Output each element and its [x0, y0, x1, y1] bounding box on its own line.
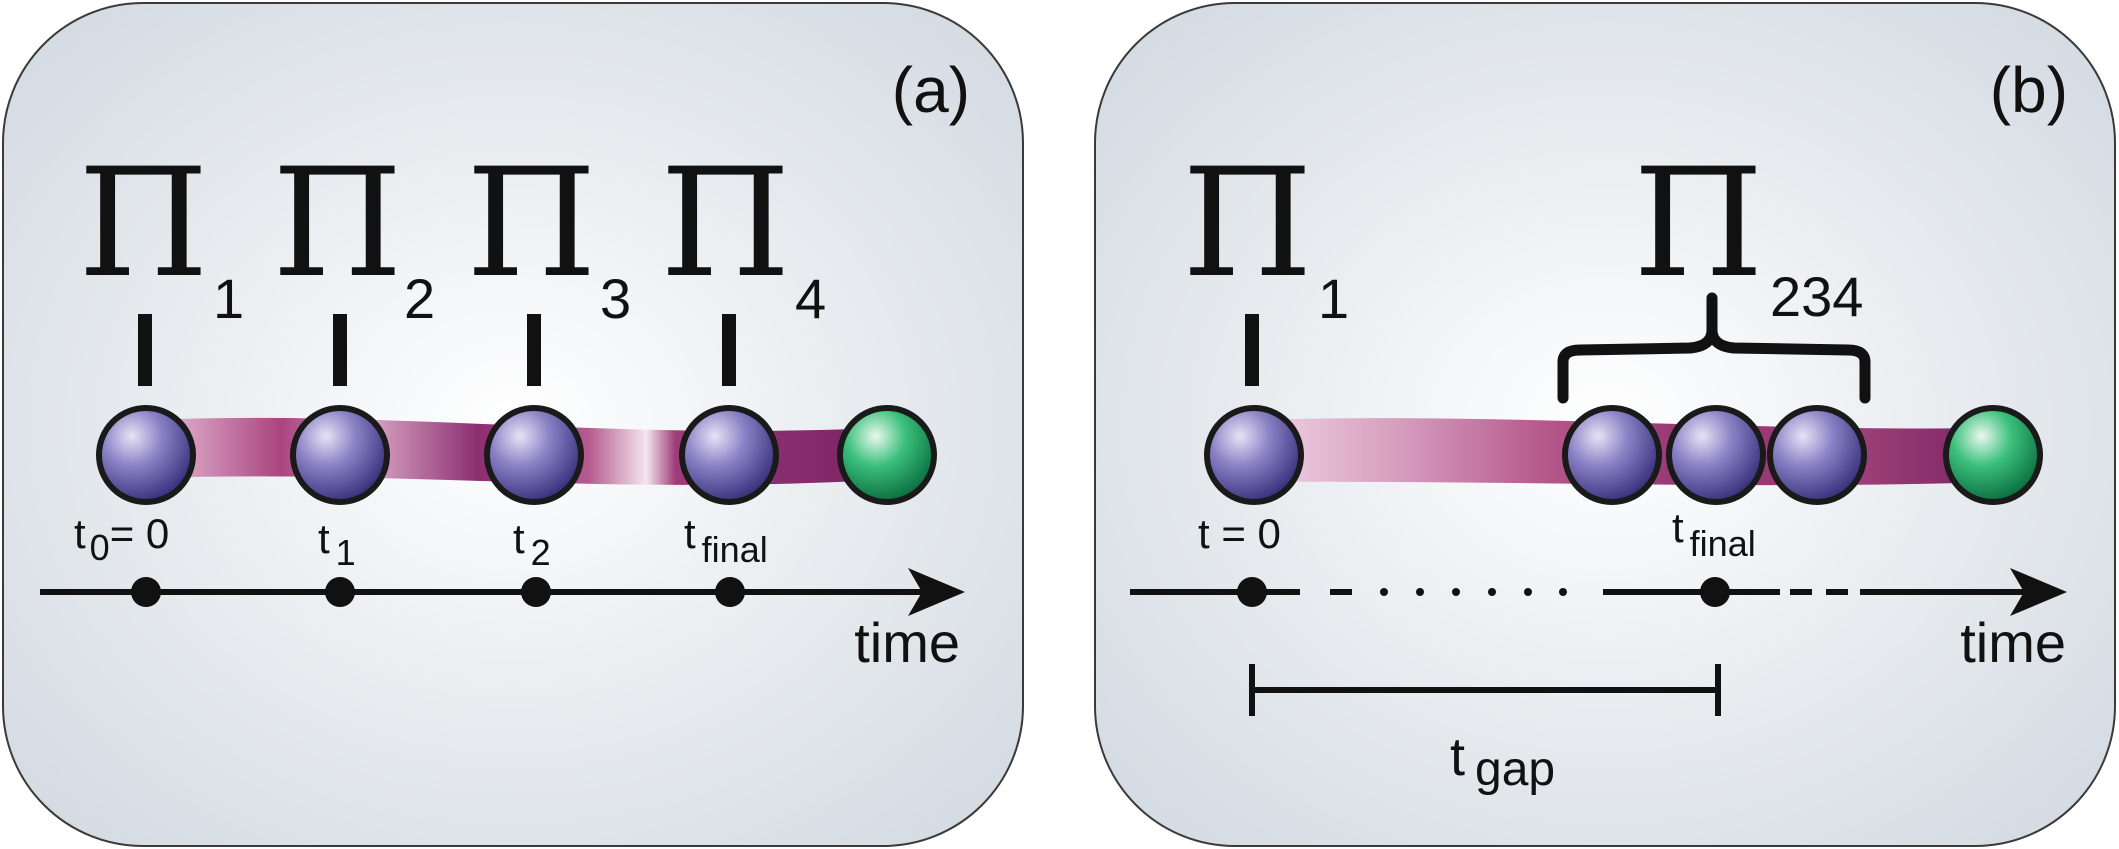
- pi-subscript-3: 3: [600, 267, 631, 330]
- pi-symbol-1: Π: [78, 137, 209, 311]
- measurement-4: Π 4: [660, 137, 826, 386]
- time-axis-b-arrowhead: [2010, 568, 2067, 616]
- measurement-tick-1: [138, 314, 152, 386]
- measurement-tick-b-1: [1245, 314, 1259, 386]
- axis-label-time-b: time: [1960, 611, 2066, 674]
- photon-b-1: [1204, 405, 1304, 505]
- pi-symbol-3: Π: [466, 137, 597, 311]
- photon-a-4: [679, 405, 779, 505]
- axis-dot-b-2: [1700, 577, 1730, 607]
- photon-b-2: [1562, 405, 1662, 505]
- measurement-b-1: Π 1: [1182, 137, 1349, 386]
- measurement-3: Π 3: [466, 137, 631, 386]
- panel-a-label: (a): [892, 54, 970, 126]
- pi-symbol-b-group: Π: [1633, 137, 1764, 311]
- axis-dot-a-3: [521, 577, 551, 607]
- measurement-tick-2: [333, 314, 347, 386]
- pi-symbol-2: Π: [272, 137, 403, 311]
- panel-b-label: (b): [1990, 54, 2068, 126]
- pi-subscript-1: 1: [213, 267, 244, 330]
- measurement-tick-4: [722, 314, 736, 386]
- photon-b-4: [1767, 405, 1867, 505]
- photon-a-2: [290, 405, 390, 505]
- gap-bracket: [1249, 664, 1721, 716]
- measurement-1: Π 1: [78, 137, 244, 386]
- panel-a: (a) Π 1 Π 2 Π 3 Π 4: [2, 2, 1024, 847]
- pi-symbol-4: Π: [660, 137, 791, 311]
- photon-b-3: [1666, 405, 1766, 505]
- pi-subscript-b-1: 1: [1318, 267, 1349, 330]
- axis-dot-b-1: [1237, 577, 1267, 607]
- pi-subscript-2: 2: [404, 267, 435, 330]
- measurement-tick-3: [527, 314, 541, 386]
- time-label-b-t0: t = 0: [1198, 510, 1281, 557]
- axis-label-time-a: time: [854, 611, 960, 674]
- axis-dot-a-2: [325, 577, 355, 607]
- pi-subscript-4: 4: [795, 267, 826, 330]
- time-axis-a-arrowhead: [908, 568, 965, 616]
- time-axis-b: [1130, 588, 2030, 596]
- photon-a-green: [837, 405, 937, 505]
- grouping-brace: [1557, 292, 1871, 404]
- axis-dot-a-1: [131, 577, 161, 607]
- axis-dot-a-4: [715, 577, 745, 607]
- measurement-b-group: Π 234: [1557, 137, 1871, 404]
- photon-a-3: [484, 405, 584, 505]
- pi-symbol-b-1: Π: [1182, 137, 1313, 311]
- measurement-2: Π 2: [272, 137, 435, 386]
- photon-b-green: [1943, 405, 2043, 505]
- photon-a-1: [96, 405, 196, 505]
- pi-subscript-b-group: 234: [1770, 265, 1863, 328]
